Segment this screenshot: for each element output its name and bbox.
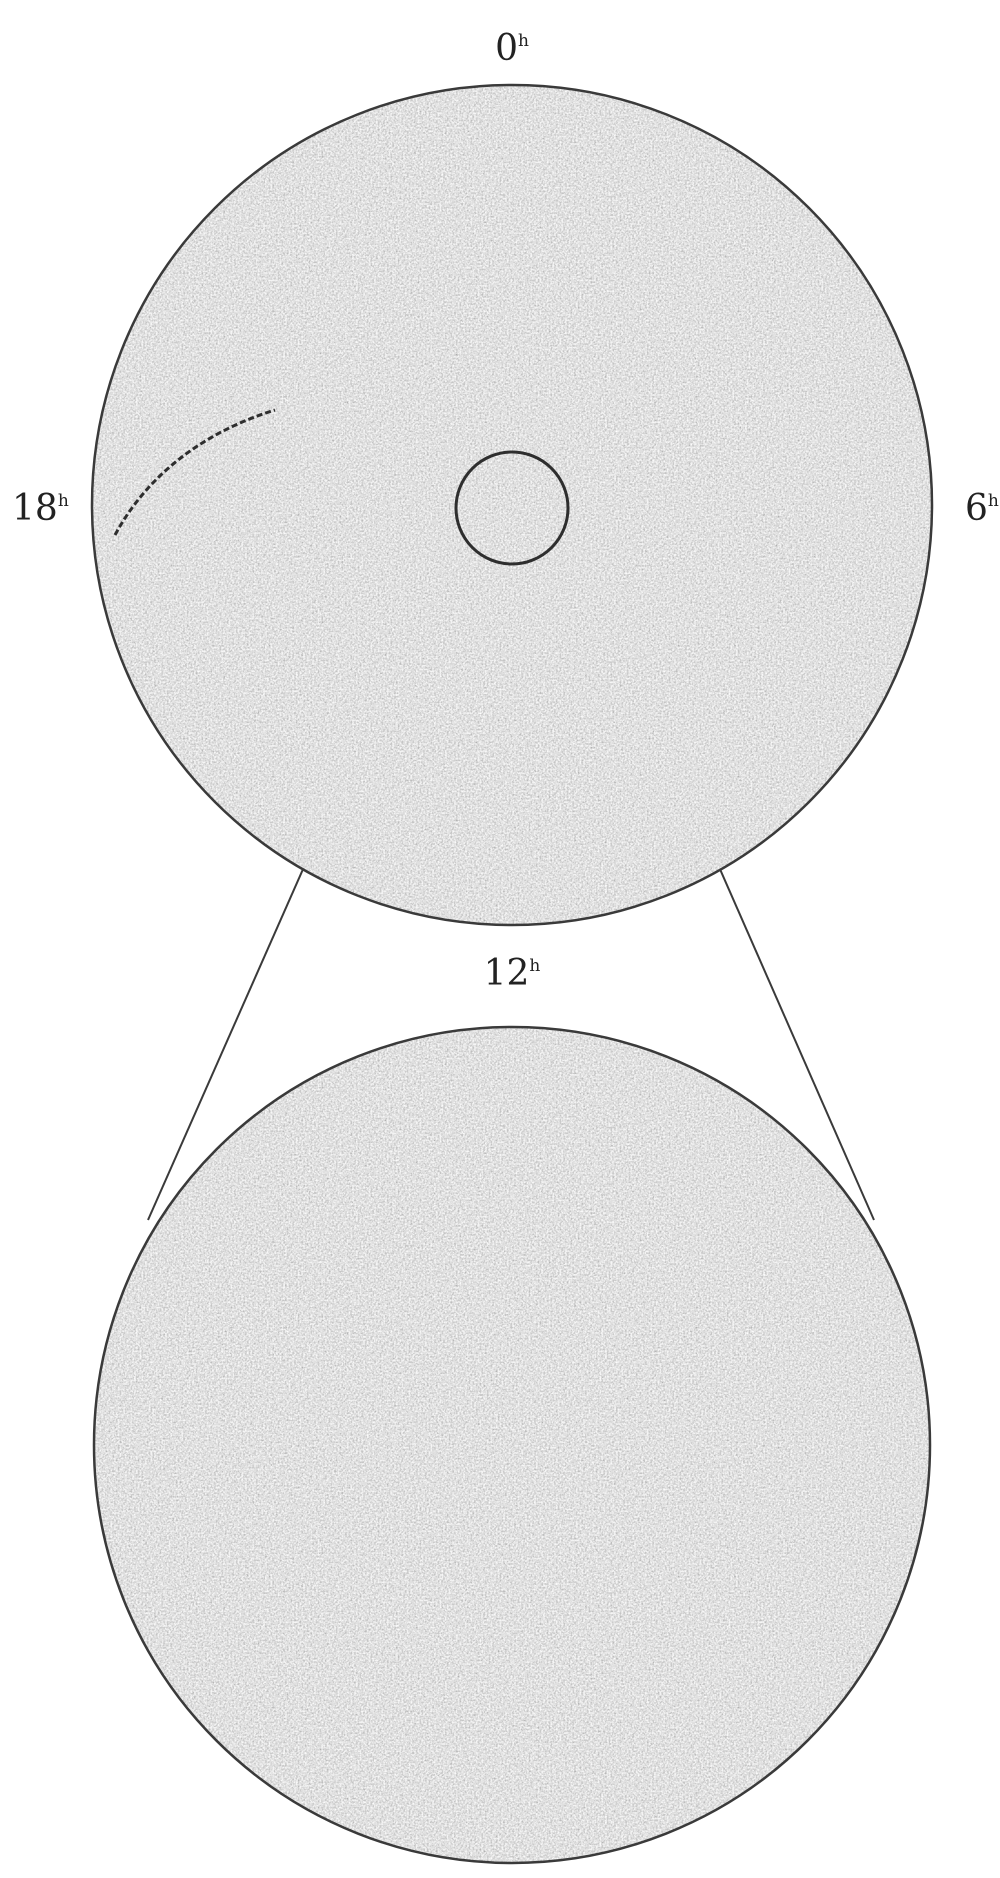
hour-label-left: 18h bbox=[12, 488, 69, 529]
hour-label-top: 0h bbox=[495, 28, 529, 69]
hour-label-right: 6h bbox=[965, 488, 999, 529]
zoom-region-circle bbox=[454, 450, 570, 566]
zoomed-region-disk bbox=[92, 1025, 932, 1865]
galactic-plane-arc bbox=[113, 408, 276, 536]
hour-label-bottom: 12h bbox=[484, 953, 541, 994]
